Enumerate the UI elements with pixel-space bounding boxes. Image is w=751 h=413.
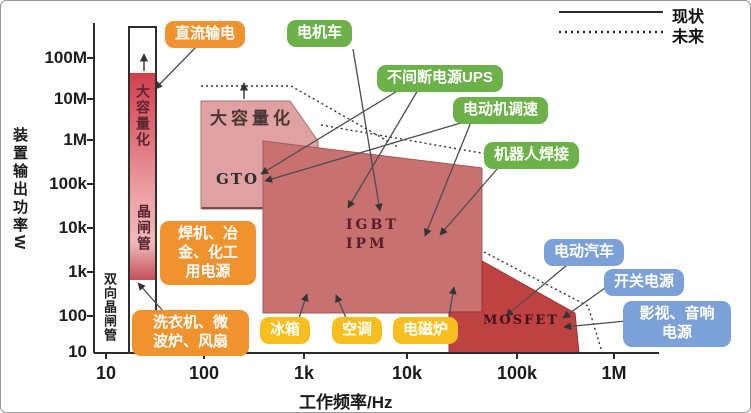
x-axis-title: 工作频率/Hz [299,393,393,412]
igbt-line: IGBT [346,217,399,233]
app-av-power-supply: 影视、音响 电源 [623,301,731,347]
app-refrigerator: 冰箱 [260,317,311,344]
app-motor-speed-control: 电动机调速 [453,97,549,124]
x-tick-10: 10 [95,363,117,383]
y-tick-1k: 1k [68,262,87,281]
app-air-conditioner: 空调 [332,317,383,344]
thyristor-label: 晶闸管 [136,204,152,252]
gto-trend-label: 大容量化 [210,109,294,128]
x-tick-10k: 10k [391,363,423,383]
leader-arrows [137,45,627,331]
y-tick-100: 100 [58,306,87,325]
thyristor-trend-label: 大容量化 [135,84,151,148]
app-electric-locomotive: 电机车 [287,20,353,47]
thyristor-bar [128,26,157,354]
x-tick-1M: 1M [601,363,627,383]
thyristor-bar-fill [130,73,155,280]
triac-label: 双向晶闸管 [102,272,117,342]
y-tick-10: 10 [68,342,87,361]
trend-arrows [139,53,249,99]
ipm-line: IPM [346,236,388,252]
app-induction-cooker: 电磁炉 [393,317,459,344]
gto-label: GTO [216,170,260,188]
app-washer-microwave-fan: 洗衣机、微 波炉、风扇 [132,310,249,356]
y-tick-10M: 10M [53,89,87,108]
igbt-ipm-label: IGBT IPM [346,216,399,254]
y-tick-1M: 1M [63,130,87,149]
mosfet-label: MOSFET [483,313,559,328]
gto-future-boundary [201,85,399,148]
y-axis-title: 装置输出功率W [11,127,28,253]
igbt-future-boundary [320,124,511,159]
app-dc-transmission: 直流输电 [165,21,246,48]
app-switching-power-supply: 开关电源 [604,269,685,296]
x-tick-100: 100 [188,363,220,383]
x-tick-100k: 100k [496,363,538,383]
app-robot-welding: 机器人焊接 [484,142,580,169]
x-tick-1k: 1k [293,363,315,383]
app-ups: 不间断电源UPS [377,65,503,92]
app-welder-metallurgy-chemical: 焊机、冶 金、化工 用电源 [160,221,256,286]
y-tick-100M: 100M [44,48,87,67]
y-tick-100k: 100k [49,174,87,193]
app-electric-vehicle: 电动汽车 [544,239,625,266]
y-tick-marks [87,57,94,317]
y-tick-10k: 10k [58,218,87,237]
legend-future-label: 未来 [672,29,705,46]
legend-current-label: 现状 [672,9,705,26]
